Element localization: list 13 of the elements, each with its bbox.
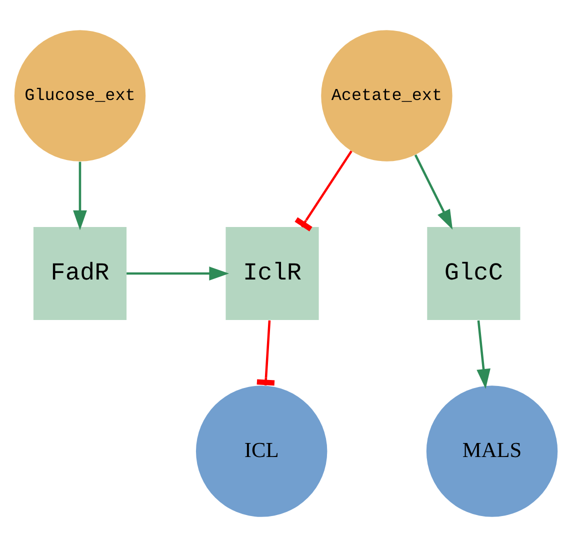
connector [256, 320, 275, 386]
connector [294, 150, 352, 231]
node-box: IclR [226, 226, 319, 320]
node-box: FadR [33, 226, 127, 320]
node-circle: MALS [426, 385, 558, 516]
arrow [126, 266, 230, 280]
arrow [73, 161, 87, 230]
arrow [414, 154, 453, 230]
node-circle: ICL [196, 385, 328, 516]
arrow [476, 320, 490, 388]
node-box: GlcC [427, 226, 520, 320]
node-circle: Acetate_ext [321, 30, 452, 161]
node-circle: Glucose_ext [14, 30, 146, 161]
